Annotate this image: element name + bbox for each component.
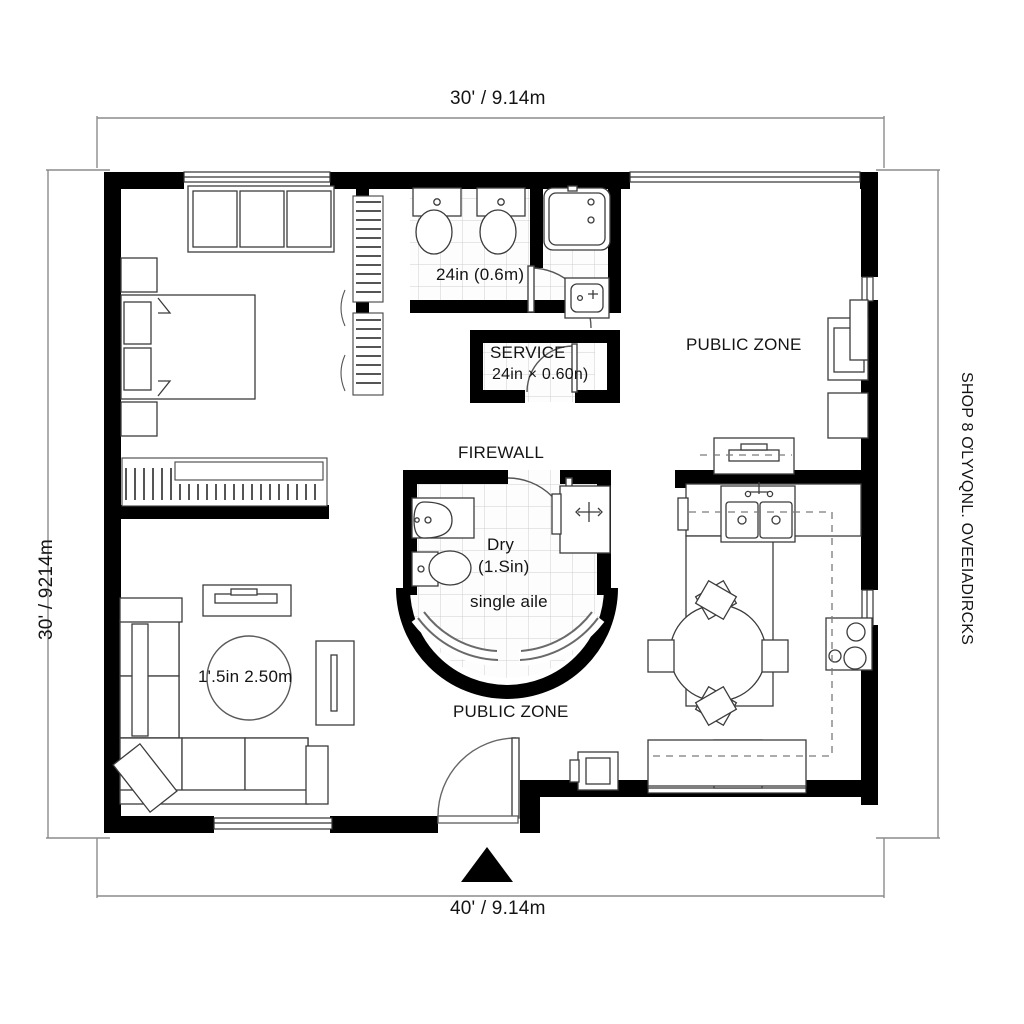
kitchen — [569, 299, 873, 791]
bathroom-fixtures-top — [412, 185, 611, 319]
service-dimension-label: 24in × 0.60n) — [492, 366, 589, 383]
firewall-label: FIREWALL — [458, 443, 544, 462]
doors — [417, 265, 599, 824]
living-circle-label: 1'.5in 2.50m — [198, 667, 293, 686]
top-dimension-label: 30' / 9.14m — [450, 88, 546, 109]
powder-room-fixtures — [411, 485, 611, 587]
overhead-cabinet-lines — [648, 454, 833, 757]
dining-set — [647, 579, 789, 727]
living-room-furniture — [112, 584, 355, 814]
public-zone-upper-label: PUBLIC ZONE — [686, 335, 802, 354]
wardrobe-closet — [340, 195, 384, 396]
bathroom-clearance-label: 24in (0.6m) — [436, 265, 525, 284]
exterior-walls — [104, 172, 878, 833]
left-dimension-label: 30' / 9214m — [36, 539, 57, 640]
dimension-lines — [46, 116, 940, 898]
service-room-label: SERVICE — [490, 343, 566, 362]
powder-dry-label: Dry — [487, 535, 515, 554]
bedroom-furniture — [120, 185, 335, 437]
hall-shelving — [121, 457, 328, 507]
powder-dimension-label: (1.Sin) — [478, 557, 530, 576]
powder-aisle-label: single aile — [470, 592, 548, 611]
bottom-dimension-label: 40' / 9.14m — [450, 898, 546, 919]
entry-direction-marker — [461, 847, 513, 882]
public-zone-lower-label: PUBLIC ZONE — [453, 702, 569, 721]
right-side-note: SHOP 8 ƠLYVQNL. OVEEIADIRCKS — [958, 372, 975, 646]
